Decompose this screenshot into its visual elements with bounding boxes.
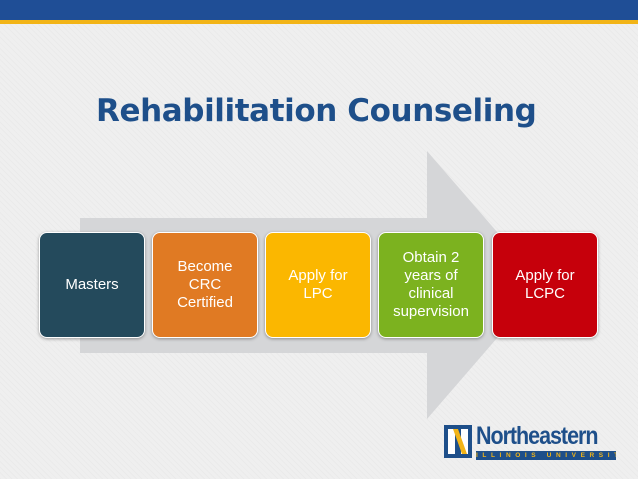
northeastern-logo: Northeastern ILLINOIS UNIVERSITY: [444, 422, 616, 460]
step-label: Obtain 2 years of clinical supervision: [393, 249, 469, 320]
slide-title: Rehabilitation Counseling: [96, 93, 537, 129]
top-bar: [0, 0, 638, 20]
step-masters: Masters: [39, 232, 145, 338]
step-become-crc-certified: Become CRC Certified: [152, 232, 258, 338]
logo-wordmark: Northeastern: [476, 422, 598, 450]
step-label: Apply for LPC: [288, 267, 348, 302]
step-label: Become CRC Certified: [177, 258, 233, 311]
step-label: Apply for LCPC: [515, 267, 575, 302]
step-obtain-supervision: Obtain 2 years of clinical supervision: [378, 232, 484, 338]
step-label: Masters: [65, 276, 119, 293]
northeastern-n-icon: [444, 425, 472, 458]
logo-subtitle: ILLINOIS UNIVERSITY: [476, 451, 616, 460]
step-apply-for-lpc: Apply for LPC: [265, 232, 371, 338]
step-apply-for-lcpc: Apply for LCPC: [492, 232, 598, 338]
top-accent-stripe: [0, 20, 638, 24]
